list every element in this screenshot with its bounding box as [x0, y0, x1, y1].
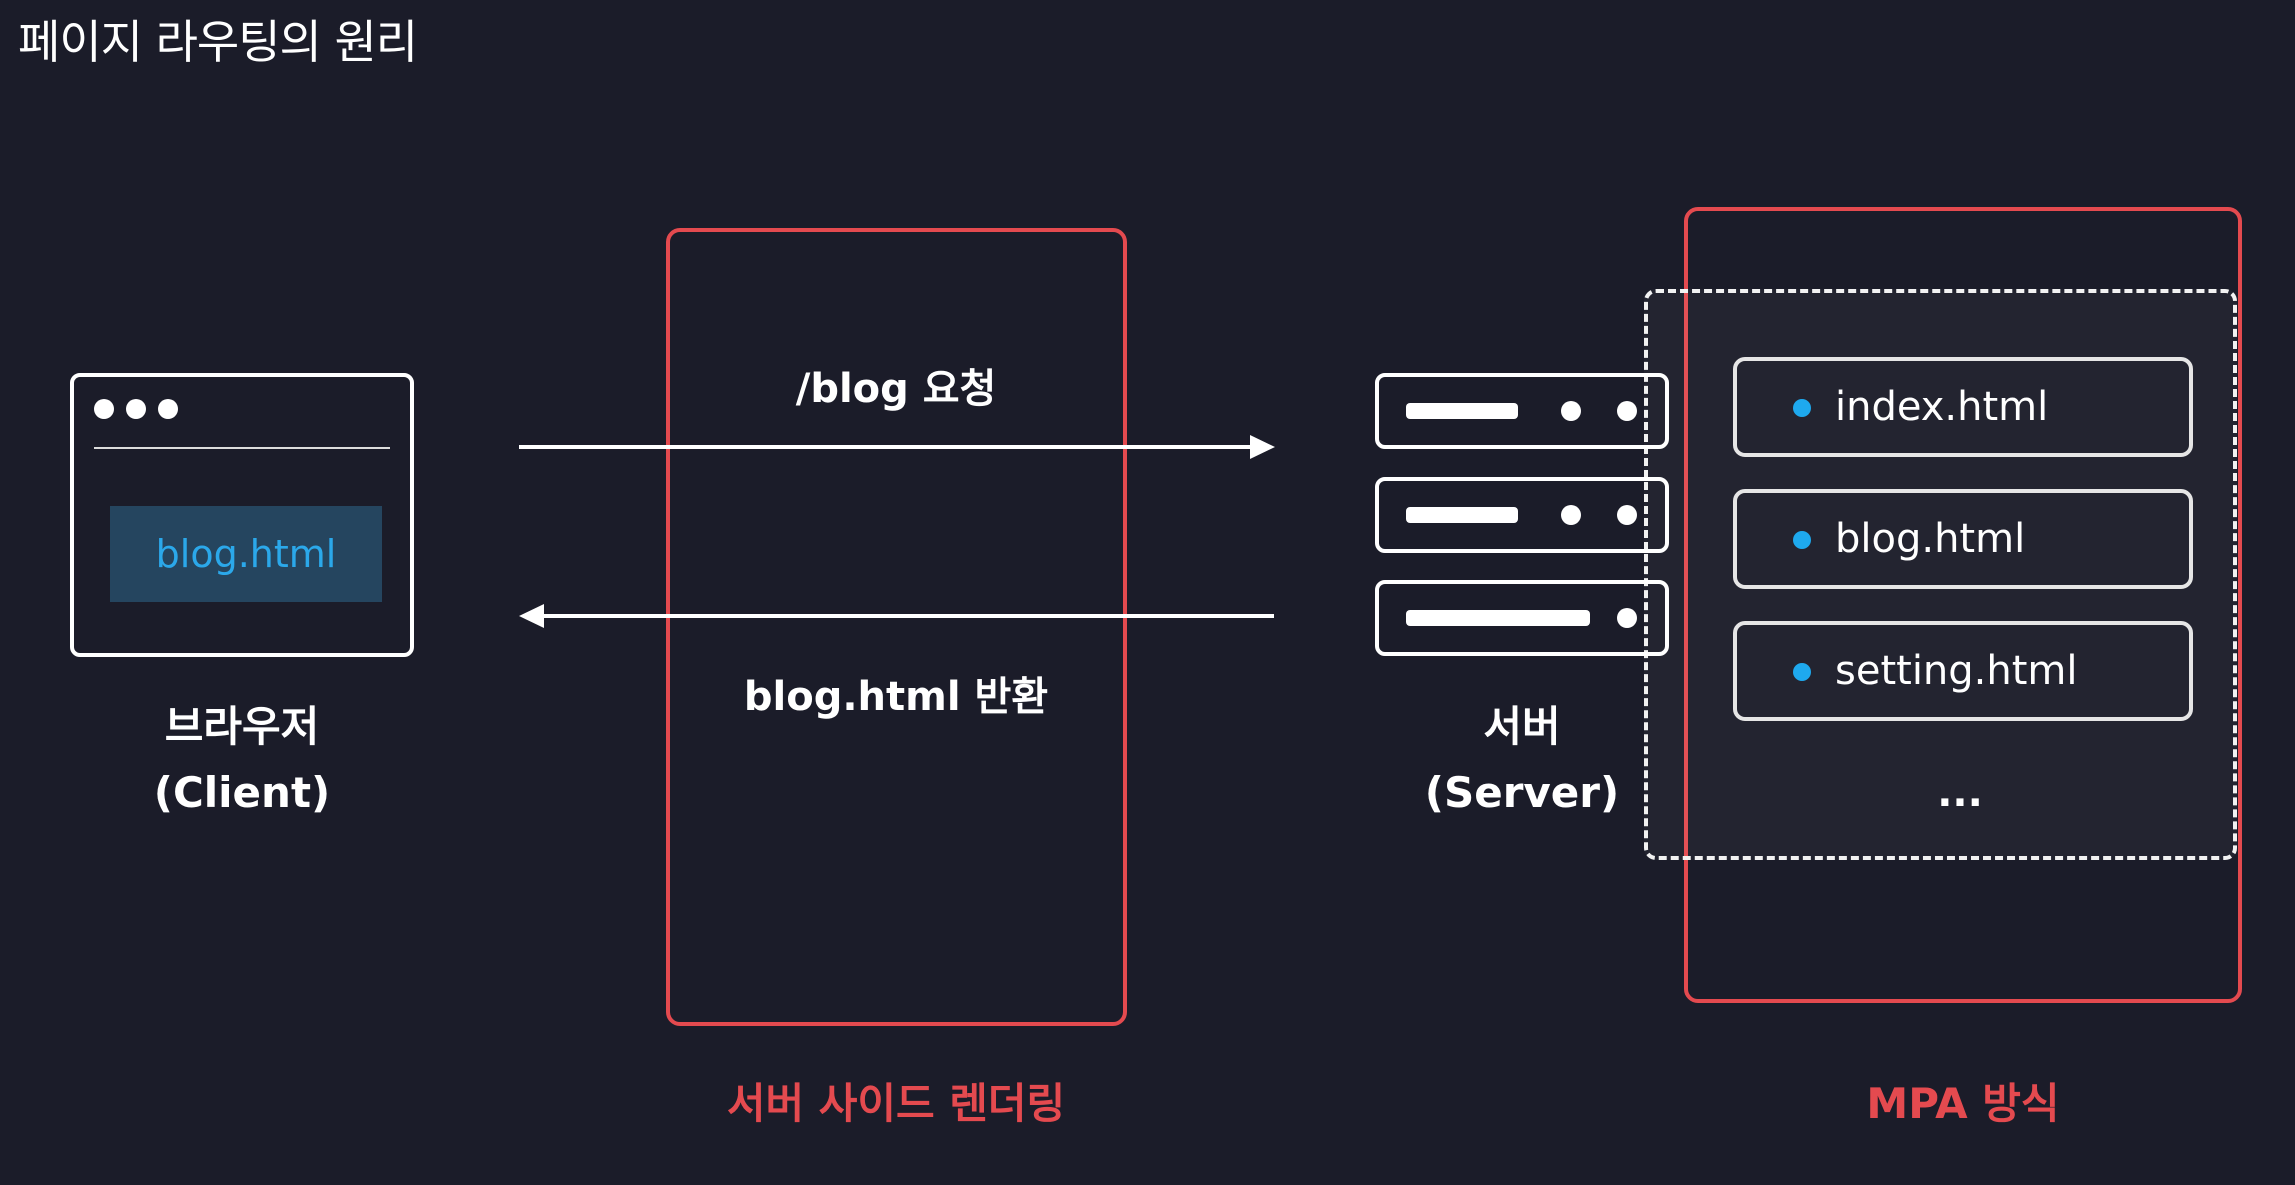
client-caption-line2: (Client) — [153, 768, 331, 817]
server-rack-icon — [1375, 373, 1669, 449]
file-item: blog.html — [1733, 489, 2193, 589]
window-dot-icon — [158, 399, 178, 419]
response-arrow-icon — [519, 604, 1274, 628]
request-arrow-icon — [519, 435, 1275, 459]
server-files-container — [1644, 289, 2237, 860]
file-name: setting.html — [1835, 648, 2078, 694]
window-dot-icon — [126, 399, 146, 419]
bullet-icon — [1793, 663, 1811, 681]
bullet-icon — [1793, 399, 1811, 417]
page-title: 페이지 라우팅의 원리 — [18, 15, 418, 69]
server-rack-icon — [1375, 580, 1669, 656]
response-label: blog.html 반환 — [743, 674, 1049, 720]
server-caption-line1: 서버 — [1483, 702, 1561, 751]
ssr-highlight-box — [666, 228, 1127, 1026]
client-caption-line1: 브라우저 — [164, 702, 320, 751]
mpa-label: MPA 방식 — [1866, 1079, 2060, 1128]
server-rack-icon — [1375, 477, 1669, 553]
file-name: index.html — [1835, 384, 2049, 430]
window-dot-icon — [94, 399, 114, 419]
server-caption: 서버 (Server) — [1382, 694, 1662, 826]
file-name: blog.html — [1835, 516, 2026, 562]
ssr-label: 서버 사이드 렌더링 — [726, 1079, 1066, 1128]
request-label: /blog 요청 — [795, 366, 997, 412]
mpa-highlight-box — [1684, 207, 2242, 1003]
bullet-icon — [1793, 531, 1811, 549]
browser-window-icon: blog.html — [70, 373, 414, 657]
window-divider — [94, 447, 390, 449]
file-item: index.html — [1733, 357, 2193, 457]
browser-page-label: blog.html — [110, 506, 382, 602]
server-caption-line2: (Server) — [1424, 768, 1620, 817]
file-item: setting.html — [1733, 621, 2193, 721]
client-caption: 브라우저 (Client) — [102, 694, 382, 826]
more-files-ellipsis: ... — [1937, 770, 1983, 816]
